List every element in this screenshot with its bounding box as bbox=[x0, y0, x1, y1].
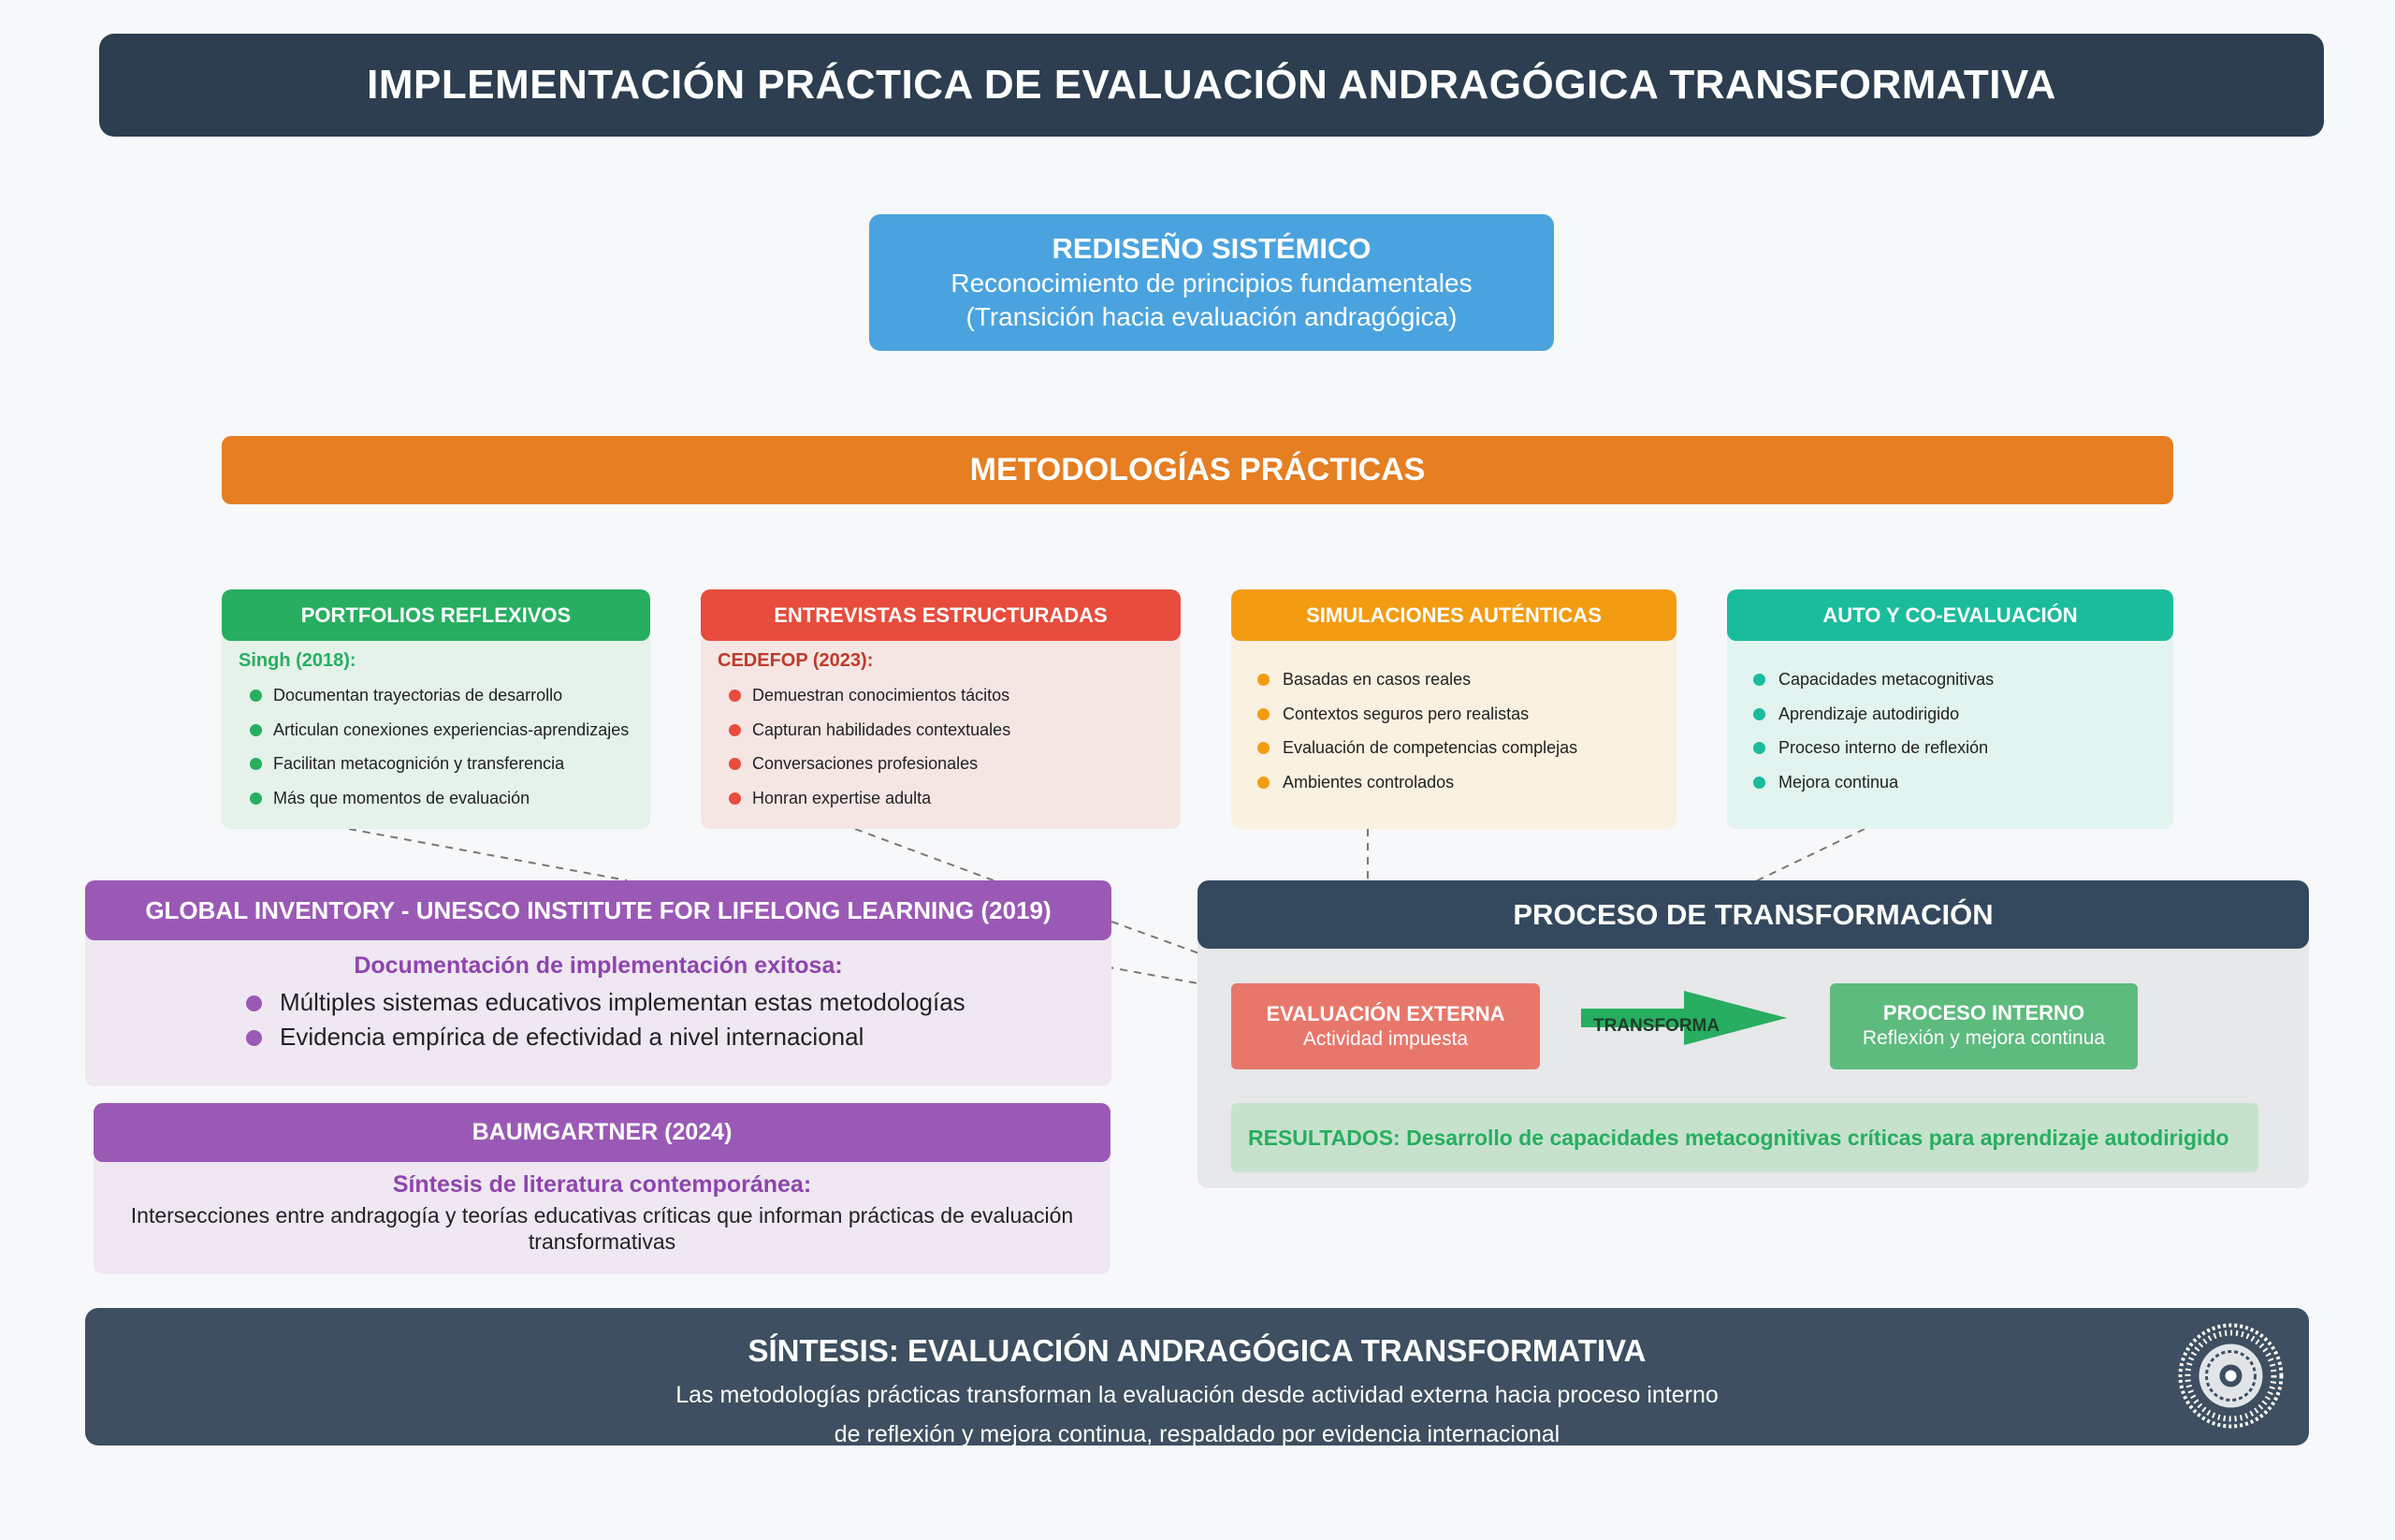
list-item: Ambientes controlados bbox=[1231, 765, 1676, 800]
synthesis-footer: SÍNTESIS: EVALUACIÓN ANDRAGÓGICA TRANSFO… bbox=[85, 1308, 2309, 1447]
card-list: Basadas en casos reales Contextos seguro… bbox=[1231, 641, 1676, 799]
list-item: Proceso interno de reflexión bbox=[1727, 731, 2173, 765]
list-item: Evaluación de competencias complejas bbox=[1231, 731, 1676, 765]
internal-title: PROCESO INTERNO bbox=[1882, 1001, 2085, 1024]
redesign-line-1: Reconocimiento de principios fundamental… bbox=[951, 269, 1473, 298]
list-item: Basadas en casos reales bbox=[1231, 662, 1676, 697]
external-subtitle: Actividad impuesta bbox=[1302, 1028, 1469, 1050]
redesign-line-2: (Transición hacia evaluación andragógica… bbox=[965, 302, 1458, 331]
unesco-title: GLOBAL INVENTORY - UNESCO INSTITUTE FOR … bbox=[85, 880, 1111, 940]
list-item: Facilitan metacognición y transferencia bbox=[222, 747, 650, 781]
card-structured-interviews: ENTREVISTAS ESTRUCTURADAS CEDEFOP (2023)… bbox=[701, 589, 1181, 829]
card-reference: Singh (2018): bbox=[239, 650, 356, 671]
synthesis-title: SÍNTESIS: EVALUACIÓN ANDRAGÓGICA TRANSFO… bbox=[748, 1333, 1647, 1368]
card-title: SIMULACIONES AUTÉNTICAS bbox=[1231, 589, 1676, 641]
page-title: IMPLEMENTACIÓN PRÁCTICA DE EVALUACIÓN AN… bbox=[99, 34, 2324, 137]
list-item: Honran expertise adulta bbox=[701, 781, 1181, 816]
list-item: Contextos seguros pero realistas bbox=[1231, 697, 1676, 732]
synthesis-line-1: Las metodologías prácticas transforman l… bbox=[675, 1382, 1719, 1408]
connector-portfolios-unesco bbox=[348, 828, 628, 881]
list-item: Múltiples sistemas educativos implementa… bbox=[85, 985, 1111, 1020]
card-list: Capacidades metacognitivas Aprendizaje a… bbox=[1727, 641, 2173, 799]
baumgartner-title: BAUMGARTNER (2024) bbox=[94, 1103, 1110, 1162]
internal-process-box: PROCESO INTERNO Reflexión y mejora conti… bbox=[1830, 983, 2138, 1069]
unesco-list: Múltiples sistemas educativos implementa… bbox=[85, 985, 1111, 1054]
redesign-heading: REDISEÑO SISTÉMICO bbox=[1052, 232, 1372, 265]
decorative-seal-icon bbox=[2178, 1323, 2284, 1429]
card-title: ENTREVISTAS ESTRUCTURADAS bbox=[701, 589, 1181, 641]
internal-subtitle: Reflexión y mejora continua bbox=[1862, 1027, 2106, 1049]
external-evaluation-box: EVALUACIÓN EXTERNA Actividad impuesta bbox=[1231, 983, 1540, 1069]
card-title: AUTO Y CO-EVALUACIÓN bbox=[1727, 589, 2173, 641]
list-item: Articulan conexiones experiencias-aprend… bbox=[222, 713, 650, 748]
card-authentic-simulations: SIMULACIONES AUTÉNTICAS Basadas en casos… bbox=[1231, 589, 1676, 829]
results-banner: RESULTADOS: Desarrollo de capacidades me… bbox=[1231, 1103, 2258, 1172]
list-item: Evidencia empírica de efectividad a nive… bbox=[85, 1020, 1111, 1054]
list-item: Más que momentos de evaluación bbox=[222, 781, 650, 816]
unesco-subtitle: Documentación de implementación exitosa: bbox=[354, 952, 843, 979]
list-item: Mejora continua bbox=[1727, 765, 2173, 800]
baumgartner-box: BAUMGARTNER (2024) Síntesis de literatur… bbox=[94, 1103, 1110, 1274]
right-arrow-icon bbox=[1581, 991, 1787, 1045]
list-item: Capacidades metacognitivas bbox=[1727, 662, 2173, 697]
list-item: Demuestran conocimientos tácitos bbox=[701, 678, 1181, 713]
methodologies-header: METODOLOGÍAS PRÁCTICAS bbox=[222, 436, 2173, 504]
list-item: Conversaciones profesionales bbox=[701, 747, 1181, 781]
synthesis-line-2: de reflexión y mejora continua, respalda… bbox=[834, 1421, 1560, 1447]
transform-arrow-label: TRANSFORMA bbox=[1593, 1016, 1720, 1036]
systemic-redesign-box: REDISEÑO SISTÉMICO Reconocimiento de pri… bbox=[869, 214, 1554, 351]
external-title: EVALUACIÓN EXTERNA bbox=[1266, 1002, 1505, 1025]
card-list: Demuestran conocimientos tácitos Captura… bbox=[701, 678, 1181, 815]
unesco-inventory-box: GLOBAL INVENTORY - UNESCO INSTITUTE FOR … bbox=[85, 880, 1111, 1086]
baumgartner-text: Intersecciones entre andragogía y teoría… bbox=[130, 1203, 1074, 1254]
connector-interviews-unesco bbox=[854, 828, 994, 881]
card-title: PORTFOLIOS REFLEXIVOS bbox=[222, 589, 650, 641]
baumgartner-subtitle: Síntesis de literatura contemporánea: bbox=[392, 1171, 812, 1198]
card-reference: CEDEFOP (2023): bbox=[718, 650, 874, 671]
card-list: Documentan trayectorias de desarrollo Ar… bbox=[222, 678, 650, 815]
list-item: Aprendizaje autodirigido bbox=[1727, 697, 2173, 732]
list-item: Documentan trayectorias de desarrollo bbox=[222, 678, 650, 713]
list-item: Capturan habilidades contextuales bbox=[701, 713, 1181, 748]
process-title: PROCESO DE TRANSFORMACIÓN bbox=[1198, 880, 2309, 949]
card-self-co-evaluation: AUTO Y CO-EVALUACIÓN Capacidades metacog… bbox=[1727, 589, 2173, 829]
card-reflective-portfolios: PORTFOLIOS REFLEXIVOS Singh (2018): Docu… bbox=[222, 589, 650, 829]
